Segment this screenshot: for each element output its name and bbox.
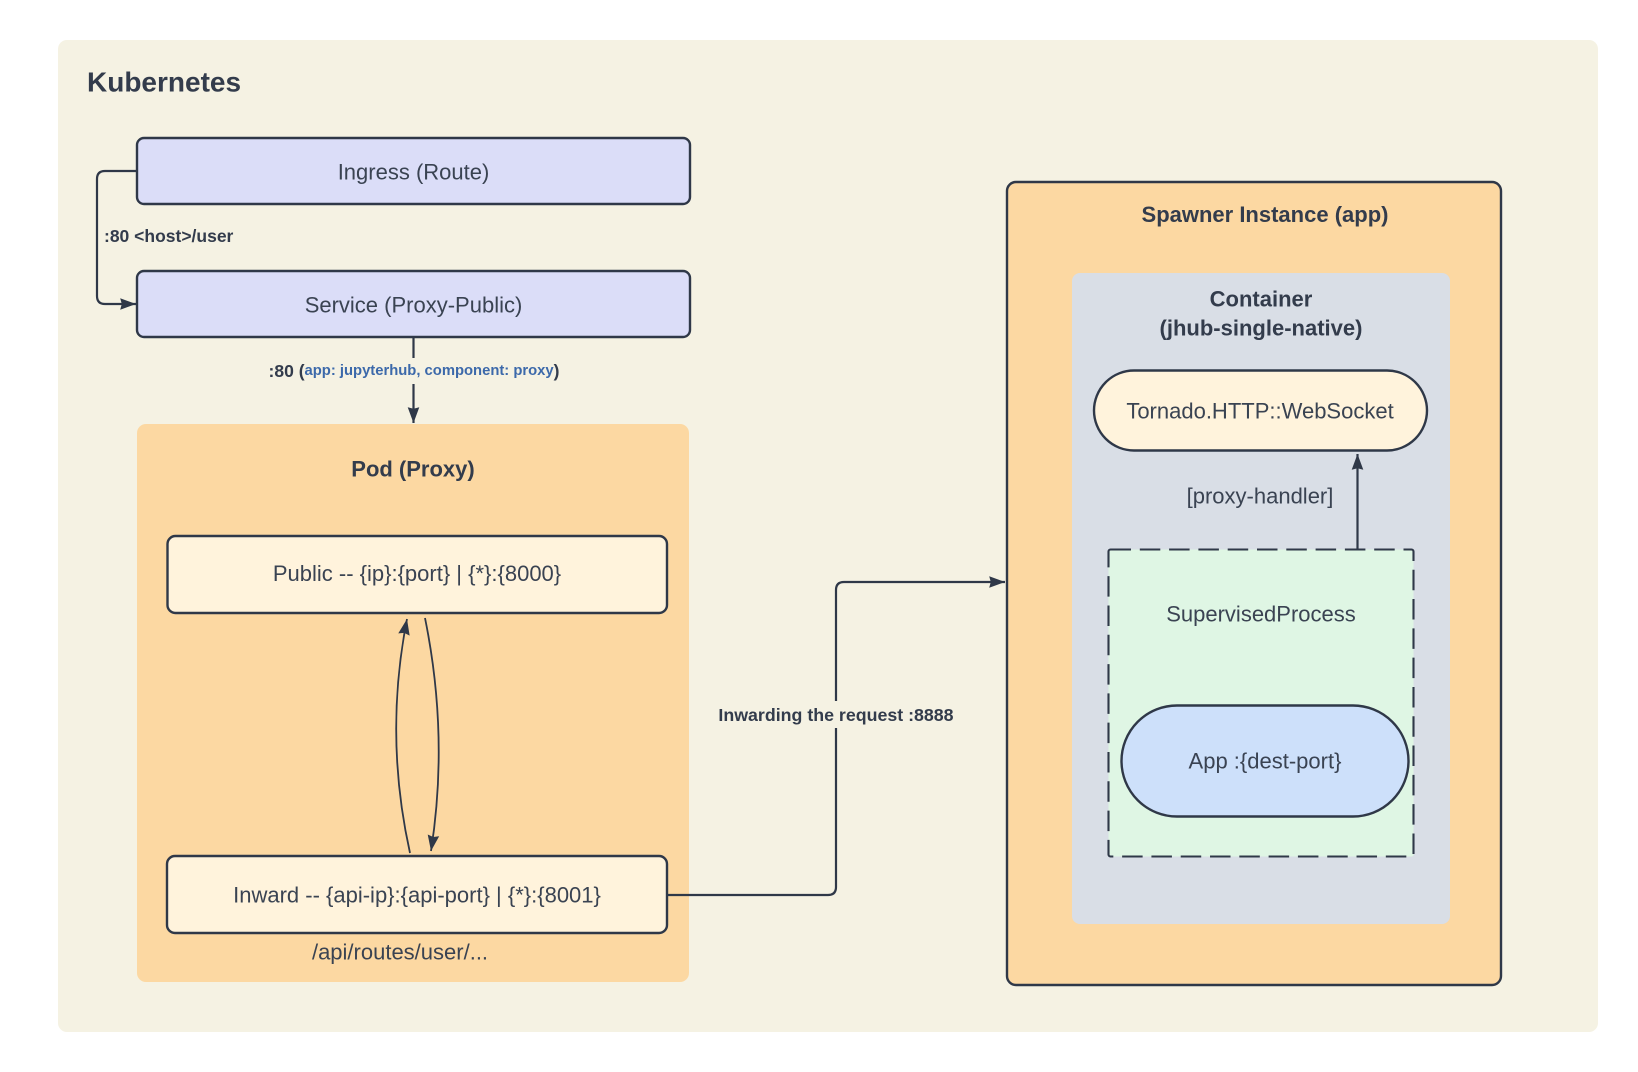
svg-text:Container: Container xyxy=(1210,287,1313,312)
svg-text:(jhub-single-native): (jhub-single-native) xyxy=(1160,316,1363,341)
svg-text:Inward -- {api-ip}:{api-port}: Inward -- {api-ip}:{api-port} | {*}:{800… xyxy=(233,883,601,908)
svg-text:Pod (Proxy): Pod (Proxy) xyxy=(351,457,474,482)
svg-text:Public -- {ip}:{port} | {*}:{8: Public -- {ip}:{port} | {*}:{8000} xyxy=(273,561,561,586)
svg-text:Kubernetes: Kubernetes xyxy=(87,67,241,98)
svg-text:Inwarding the request :8888: Inwarding the request :8888 xyxy=(718,705,953,725)
svg-text:Service (Proxy-Public): Service (Proxy-Public) xyxy=(305,293,523,318)
svg-text:Ingress (Route): Ingress (Route) xyxy=(338,160,490,185)
svg-text:Spawner Instance (app): Spawner Instance (app) xyxy=(1142,202,1389,227)
svg-text:App :{dest-port}: App :{dest-port} xyxy=(1189,749,1342,774)
svg-text:/api/routes/user/...: /api/routes/user/... xyxy=(312,940,488,965)
svg-text::80 <host>/user: :80 <host>/user xyxy=(104,226,234,246)
svg-text:Tornado.HTTP::WebSocket: Tornado.HTTP::WebSocket xyxy=(1126,399,1393,424)
svg-text::80 (app: jupyterhub, componen: :80 (app: jupyterhub, component: proxy) xyxy=(269,361,560,381)
svg-text:[proxy-handler]: [proxy-handler] xyxy=(1187,484,1334,509)
svg-text:SupervisedProcess: SupervisedProcess xyxy=(1166,602,1356,627)
